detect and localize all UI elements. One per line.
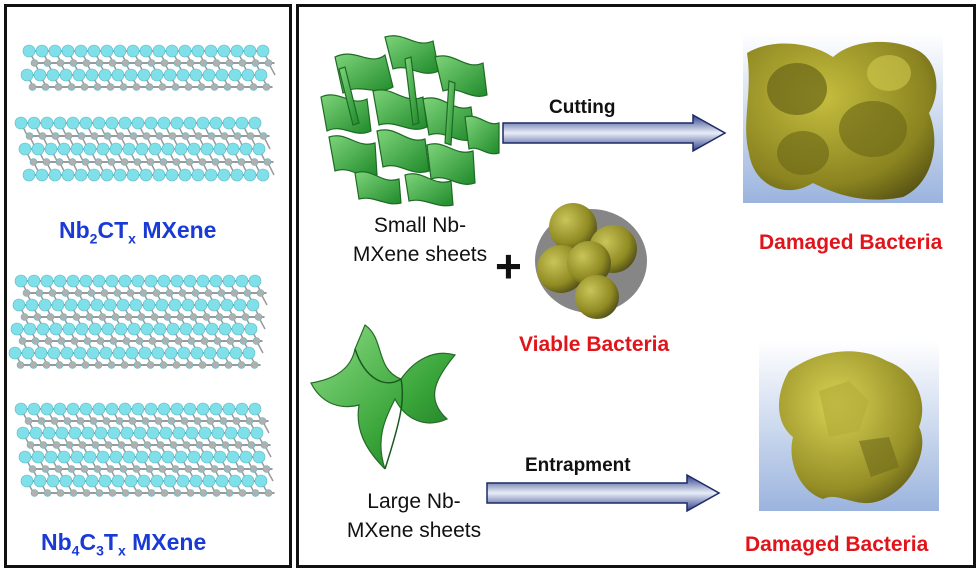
cutting-arrow <box>502 113 727 153</box>
nb2ctx-label: Nb2CTx MXene <box>59 217 217 247</box>
damaged-bacteria-bottom-label: Damaged Bacteria <box>745 533 929 556</box>
small-sheets-label: Small Nb- MXene sheets <box>352 214 488 266</box>
mechanism-panel: Small Nb- MXene sheets Cutting + Viable … <box>296 4 976 568</box>
plus-sign: + <box>495 240 522 292</box>
large-mxene-sheets-icon <box>310 324 457 470</box>
nb2ctx-lattice-top <box>20 44 276 91</box>
nb2ctx-lattice-bottom <box>14 116 275 182</box>
small-mxene-sheets-icon <box>320 35 500 207</box>
nb4c3tx-label: Nb4C3Tx MXene <box>41 529 207 559</box>
cutting-label: Cutting <box>549 97 616 118</box>
large-sheets-label: Large Nb- MXene sheets <box>346 490 482 542</box>
nb4c3tx-lattice-top <box>8 274 268 369</box>
entrapment-label: Entrapment <box>525 455 631 476</box>
damaged-bacteria-bottom-image <box>759 341 939 511</box>
nb4c3tx-lattice-bottom <box>14 402 275 497</box>
damaged-bacteria-top-label: Damaged Bacteria <box>759 231 943 254</box>
structures-panel: Nb2CTx MXene Nb4C3Tx MXene <box>4 4 292 568</box>
viable-bacteria-icon <box>535 203 647 319</box>
entrapment-arrow <box>486 473 721 513</box>
damaged-bacteria-top-image <box>743 33 943 203</box>
viable-bacteria-label: Viable Bacteria <box>519 333 670 356</box>
